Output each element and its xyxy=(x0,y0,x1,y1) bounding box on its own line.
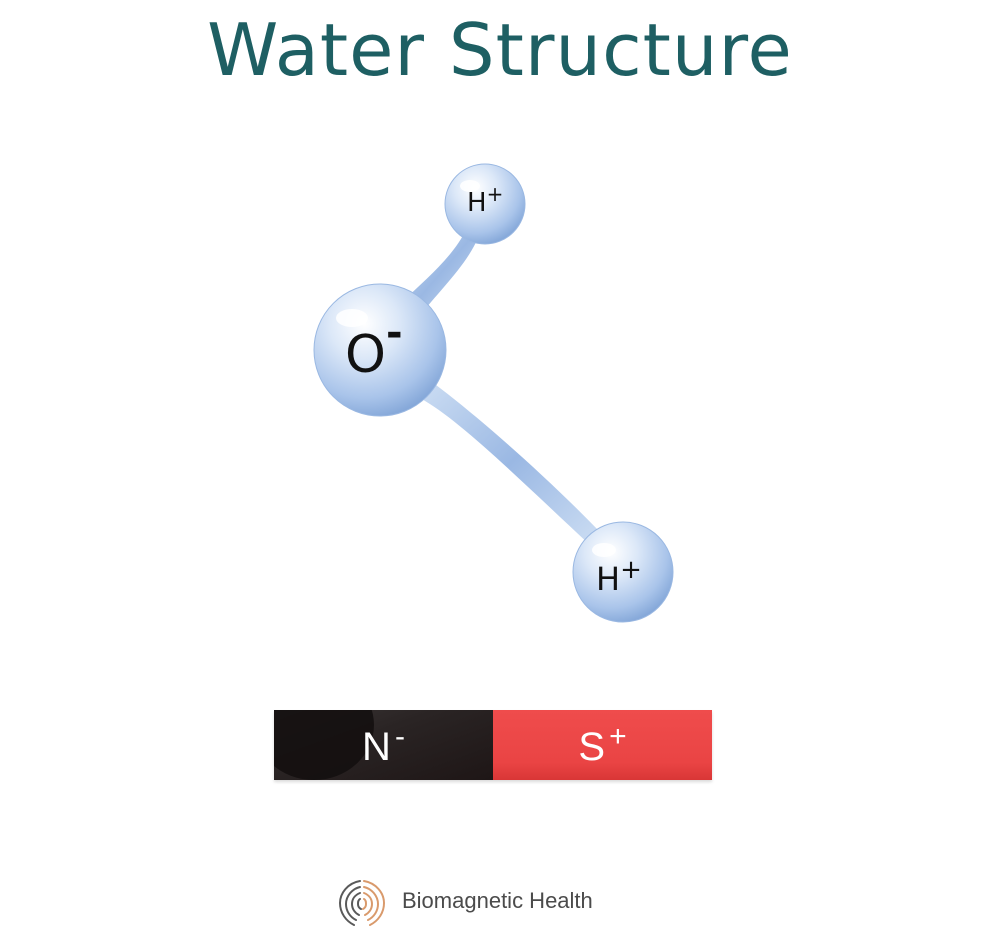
hydrogen-atom-top xyxy=(444,163,526,245)
south-pole: S+ xyxy=(493,710,712,780)
hydrogen-bottom-label: H+ xyxy=(596,555,642,598)
north-pole: N- xyxy=(274,710,493,780)
north-pole-charge: - xyxy=(394,720,405,753)
oxygen-label: O- xyxy=(345,310,403,385)
bar-magnet: N- S+ xyxy=(274,710,712,780)
fingerprint-logo-icon xyxy=(338,880,386,926)
page-title: Water Structure xyxy=(207,8,793,92)
hydrogen-atom-bottom xyxy=(572,521,674,623)
brand-footer: Biomagnetic Health xyxy=(330,866,593,936)
south-pole-label: S xyxy=(578,725,606,769)
brand-name: Biomagnetic Health xyxy=(402,888,593,913)
hydrogen-top-label: H+ xyxy=(467,182,503,218)
south-pole-charge: + xyxy=(609,720,627,753)
bond-lower xyxy=(420,382,600,545)
oxygen-atom xyxy=(313,283,447,417)
bond-upper xyxy=(402,230,478,318)
north-pole-label: N xyxy=(362,725,391,769)
